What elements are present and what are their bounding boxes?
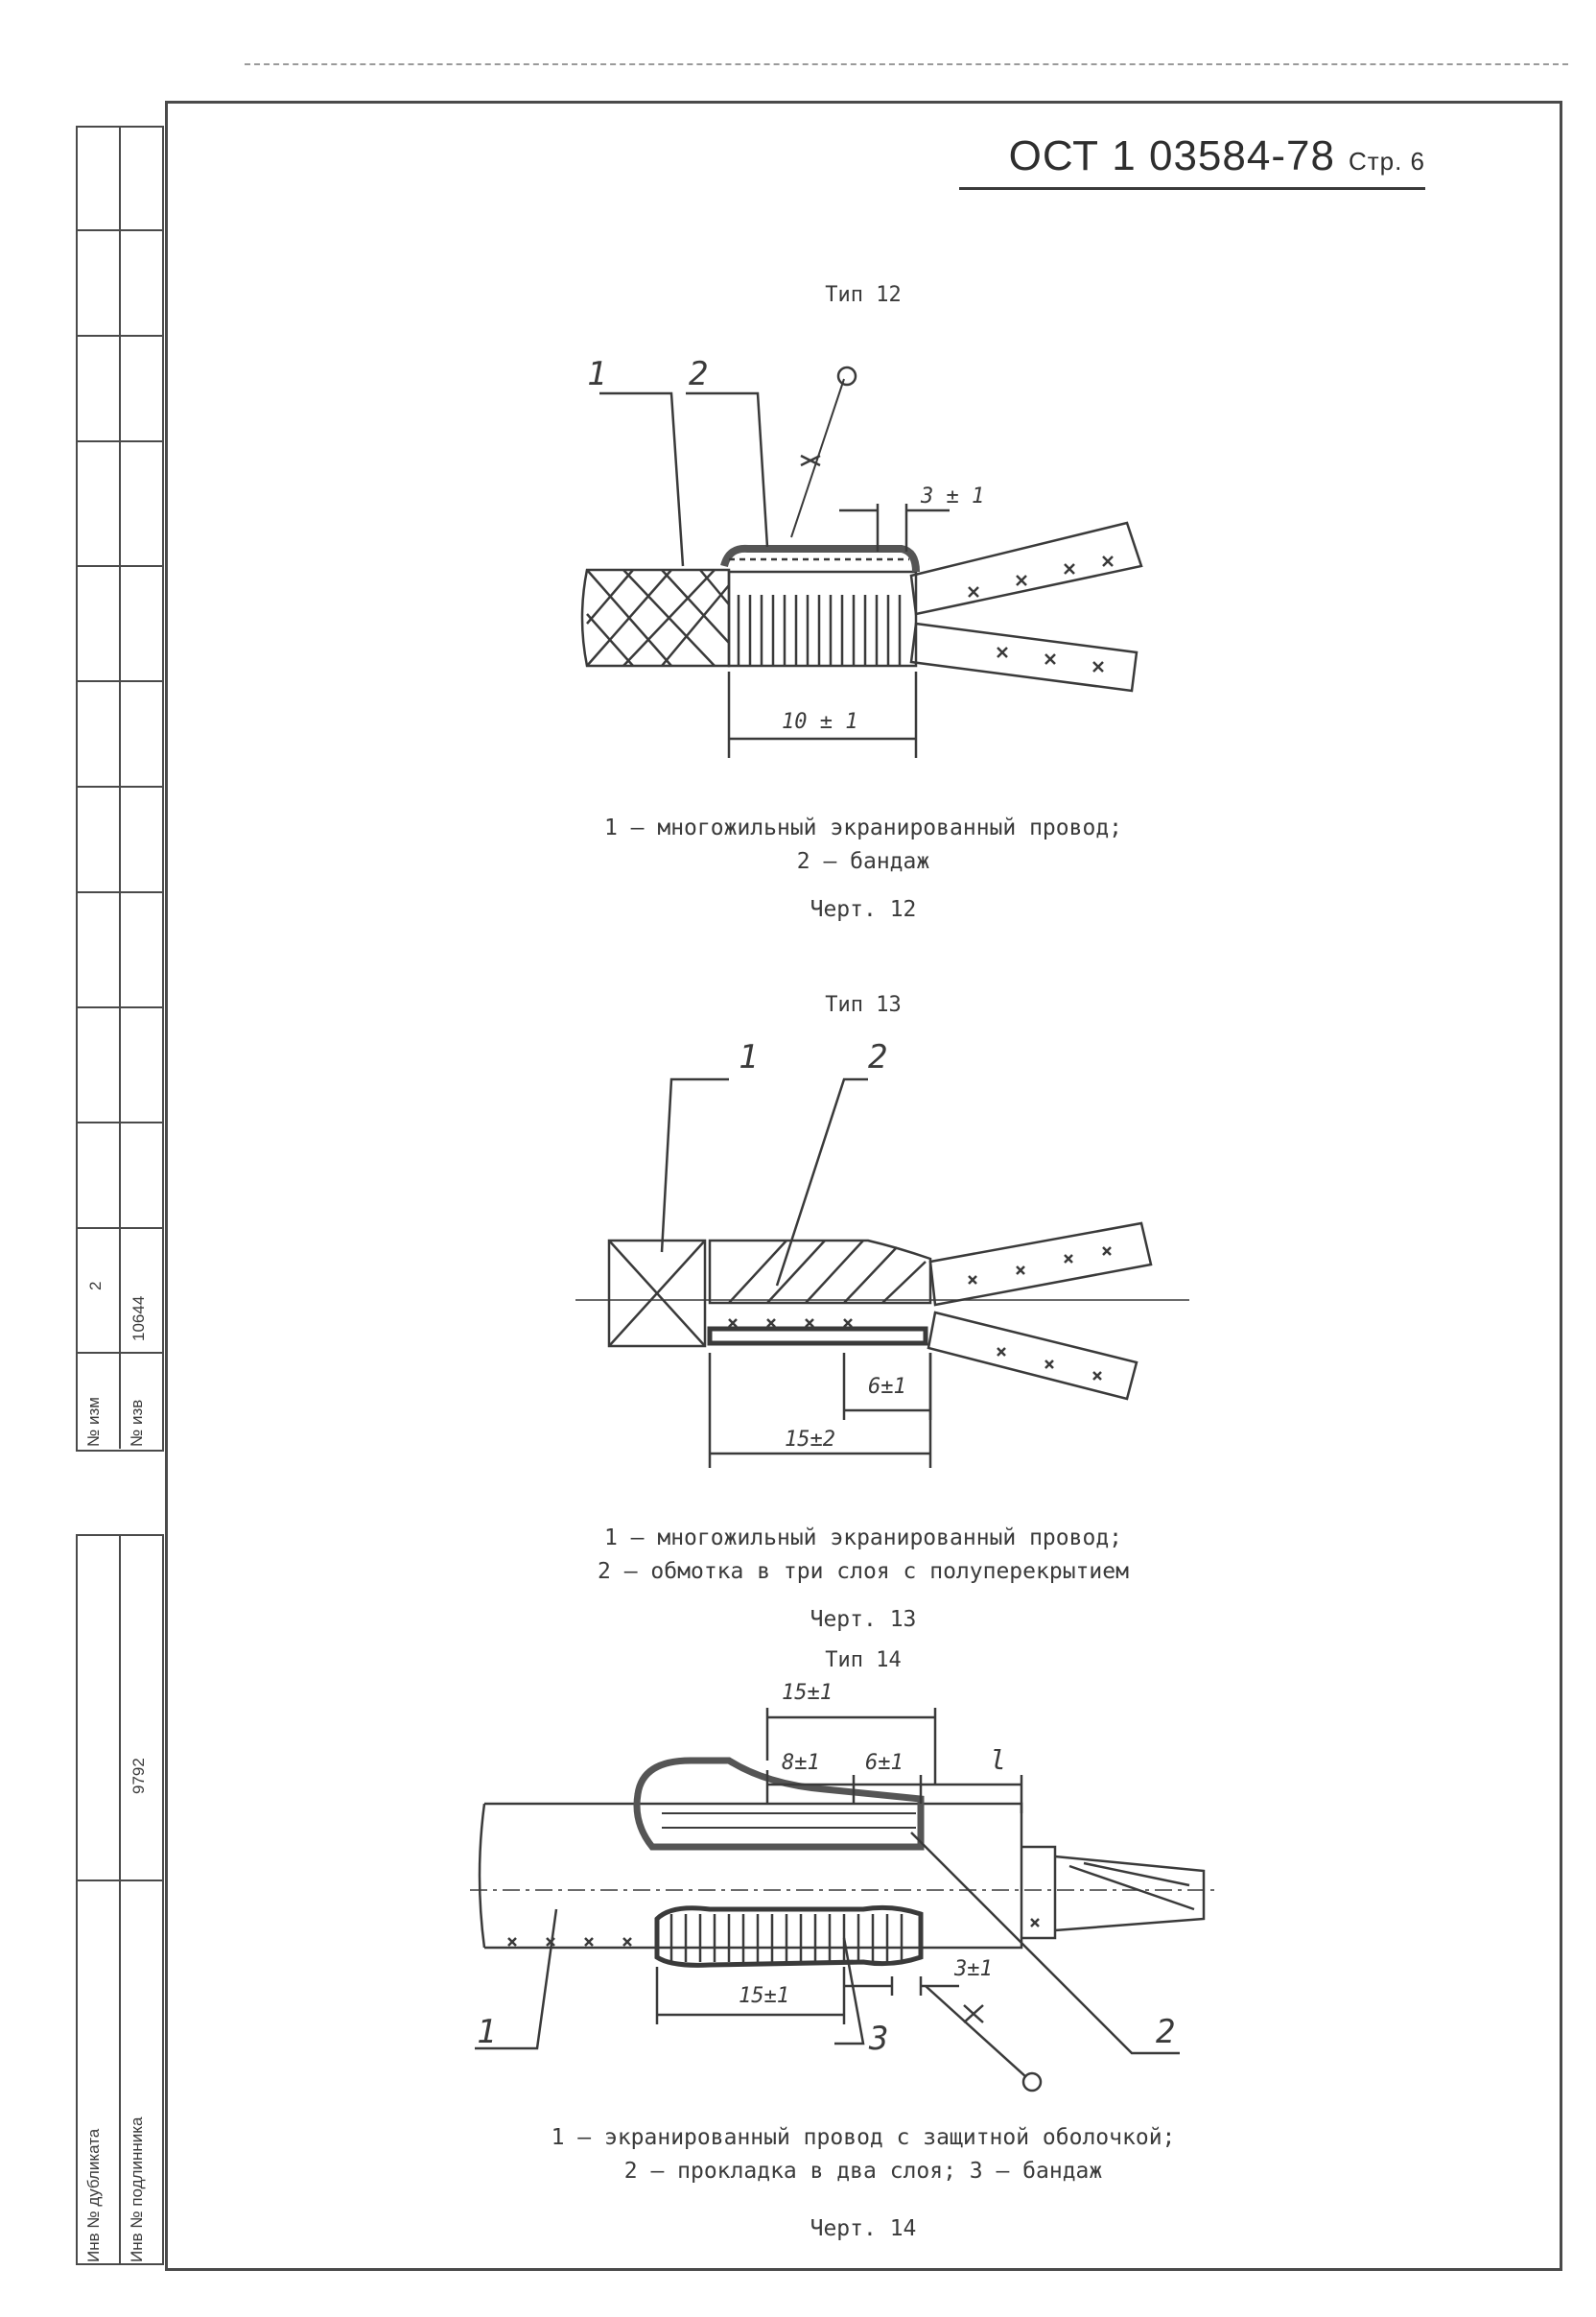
fig13-label-1: 1 [739, 1038, 759, 1076]
fig14-dim-8: 8±1 [782, 1751, 820, 1775]
fig13-type-title: Тип 13 [825, 993, 902, 1017]
page-number: Стр. 6 [1348, 147, 1425, 176]
page-header: ОСТ 1 03584-78 Стр. 6 [1009, 132, 1425, 180]
drawing-frame [165, 101, 1562, 2271]
header-underline [959, 187, 1425, 190]
fig14-legend-1: 1 – экранированный провод с защитной обо… [551, 2125, 1176, 2150]
fig12-dim-10: 10 ± 1 [782, 710, 858, 734]
standard-number: ОСТ 1 03584-78 [1008, 132, 1335, 179]
revision-sidebar: № изм № изв 2 10644 Инв № дубликата Инв … [75, 125, 165, 2269]
fig14-caption: Черт. 14 [810, 2216, 917, 2241]
fig14-dim-15-top: 15±1 [782, 1681, 833, 1705]
fig12-label-2: 2 [689, 355, 709, 393]
fig14-dim-6: 6±1 [865, 1751, 904, 1775]
fig13-legend-1: 1 – многожильный экранированный провод; [603, 1525, 1123, 1550]
fig14-dim-3: 3±1 [954, 1957, 993, 1981]
fig14-label-1: 1 [477, 2013, 497, 2051]
fig13-legend-2: 2 – обмотка в три слоя с полуперекрытием [598, 1559, 1129, 1584]
fig12-legend-2: 2 – бандаж [796, 849, 930, 874]
fig12-type-title: Тип 12 [825, 283, 902, 307]
fig12-dim-3: 3 ± 1 [921, 485, 985, 508]
fig13-label-2: 2 [868, 1038, 888, 1076]
fig14-label-3: 3 [869, 2020, 889, 2058]
fig14-dim-l: l [990, 1744, 1006, 1776]
fig14-type-title: Тип 14 [825, 1648, 902, 1672]
fig12-label-1: 1 [587, 355, 607, 393]
fig14-legend-2: 2 – прокладка в два слоя; 3 – бандаж [623, 2159, 1103, 2184]
fig13-dim-15: 15±2 [785, 1428, 835, 1452]
sidebar-grid [76, 126, 164, 2265]
fig12-caption: Черт. 12 [810, 897, 917, 922]
fig14-dim-15-bottom: 15±1 [739, 1984, 789, 2008]
fig12-legend-1: 1 – многожильный экранированный провод; [603, 816, 1123, 840]
fig14-label-2: 2 [1156, 2013, 1176, 2051]
fig13-caption: Черт. 13 [810, 1607, 917, 1632]
top-trim-line [245, 63, 1568, 65]
fig13-dim-6: 6±1 [868, 1375, 906, 1399]
